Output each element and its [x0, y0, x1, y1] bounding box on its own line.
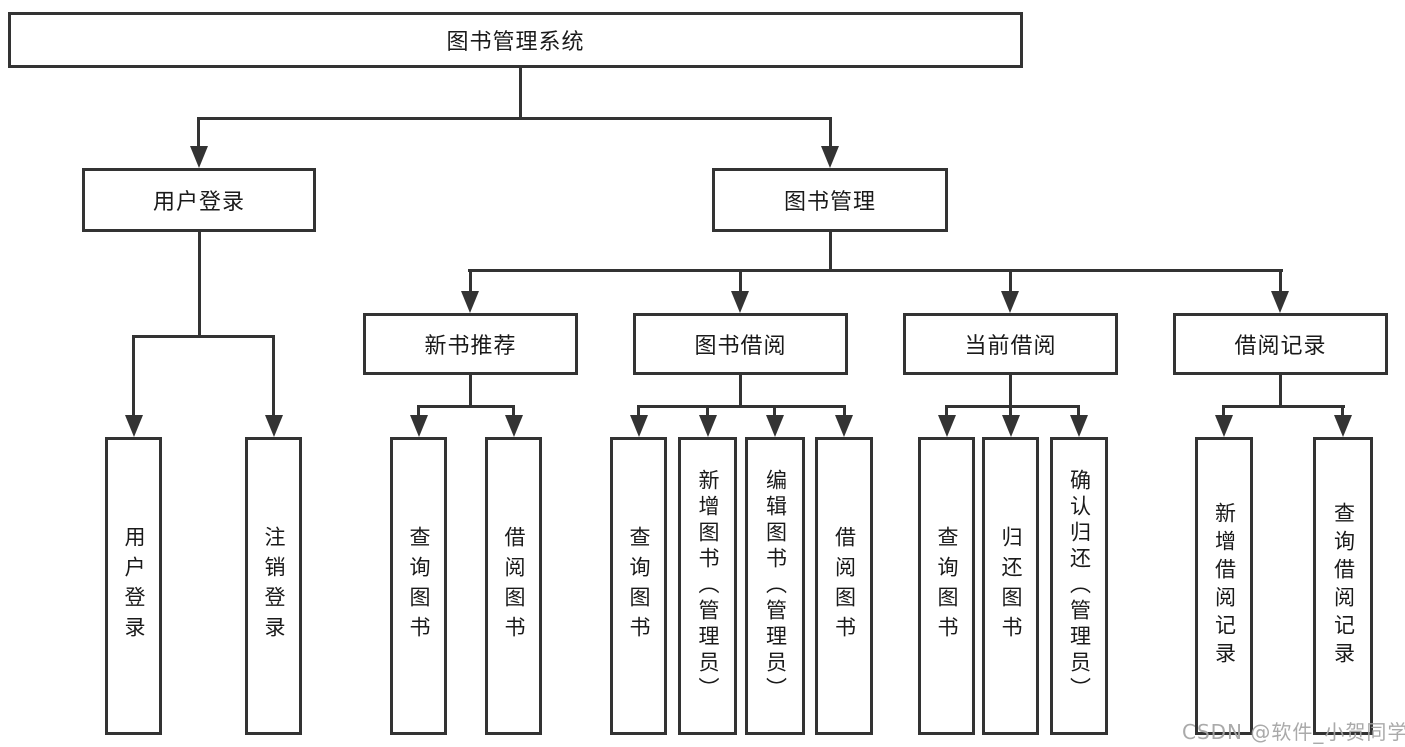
leaf-query-borrow-record: 查询借阅记录	[1313, 437, 1373, 735]
arrowhead-icon	[938, 415, 956, 437]
node-label: 当前借阅	[964, 334, 1057, 359]
leaf-add-borrow-record: 新增借阅记录	[1195, 437, 1253, 735]
arrowhead-icon	[821, 146, 839, 168]
node-label: 查询图书	[407, 526, 431, 646]
leaf-edit-books-admin: 编辑图书（管理员）	[745, 437, 805, 735]
node-label: 图书管理	[783, 190, 876, 215]
leaf-logout: 注销登录	[245, 437, 302, 735]
node-label: 注销登录	[262, 526, 286, 646]
connector-line	[132, 335, 135, 415]
arrowhead-icon	[766, 415, 784, 437]
node-label: 图书管理系统	[446, 30, 585, 55]
connector-line	[706, 405, 709, 417]
connector-line	[739, 269, 742, 293]
arrowhead-icon	[699, 415, 717, 437]
node-user-login-branch: 用户登录	[82, 168, 316, 232]
node-library-management-system: 图书管理系统	[8, 12, 1023, 68]
connector-line	[843, 405, 846, 417]
connector-line	[1222, 405, 1345, 408]
leaf-add-books-admin: 新增图书（管理员）	[678, 437, 737, 735]
node-label: 用户登录	[152, 190, 245, 215]
leaf-return-books: 归还图书	[982, 437, 1039, 735]
node-book-management-branch: 图书管理	[712, 168, 948, 232]
connector-line	[1009, 405, 1012, 417]
arrowhead-icon	[1002, 415, 1020, 437]
node-label: 编辑图书（管理员）	[763, 469, 788, 703]
connector-line	[469, 269, 472, 293]
connector-line	[469, 375, 472, 408]
connector-line	[1077, 405, 1080, 417]
connector-line	[945, 405, 948, 417]
connector-line	[1009, 269, 1012, 293]
node-label: 查询图书	[627, 526, 651, 646]
arrowhead-icon	[835, 415, 853, 437]
connector-line	[417, 405, 420, 417]
arrowhead-icon	[190, 146, 208, 168]
connector-line	[1222, 405, 1225, 417]
node-label: 新增借阅记录	[1212, 502, 1237, 670]
arrowhead-icon	[1001, 291, 1019, 313]
arrowhead-icon	[630, 415, 648, 437]
leaf-confirm-return-admin: 确认归还（管理员）	[1050, 437, 1108, 735]
arrowhead-icon	[505, 415, 523, 437]
connector-line	[272, 335, 275, 415]
node-label: 新增图书（管理员）	[696, 469, 720, 703]
arrowhead-icon	[1334, 415, 1352, 437]
csdn-watermark: CSDN @软件_小贺同学	[1182, 720, 1405, 744]
connector-line	[197, 117, 831, 120]
connector-line	[1279, 375, 1282, 408]
arrowhead-icon	[461, 291, 479, 313]
connector-line	[829, 232, 832, 272]
connector-line	[519, 68, 522, 119]
node-label: 借阅记录	[1234, 334, 1327, 359]
node-label: 新书推荐	[424, 334, 517, 359]
arrowhead-icon	[1215, 415, 1233, 437]
node-label: 用户登录	[122, 526, 146, 646]
node-label: 确认归还（管理员）	[1067, 469, 1092, 703]
connector-line	[637, 405, 640, 417]
arrowhead-icon	[265, 415, 283, 437]
leaf-borrow-books-recommend: 借阅图书	[485, 437, 542, 735]
connector-line	[132, 335, 275, 338]
leaf-query-books-recommend: 查询图书	[390, 437, 447, 735]
leaf-query-books-borrow: 查询图书	[610, 437, 667, 735]
connector-line	[198, 232, 201, 338]
node-label: 借阅图书	[832, 526, 857, 646]
connector-line	[1279, 269, 1282, 293]
connector-line	[1341, 405, 1344, 417]
connector-line	[512, 405, 515, 417]
node-borrow-records: 借阅记录	[1173, 313, 1388, 375]
connector-line	[1009, 375, 1012, 408]
connector-line	[468, 269, 1283, 272]
connector-line	[829, 117, 832, 147]
node-label: 图书借阅	[694, 334, 787, 359]
connector-line	[773, 405, 776, 417]
node-label: 查询图书	[935, 526, 959, 646]
leaf-borrow-books: 借阅图书	[815, 437, 873, 735]
arrowhead-icon	[125, 415, 143, 437]
node-book-borrow: 图书借阅	[633, 313, 848, 375]
arrowhead-icon	[1070, 415, 1088, 437]
connector-line	[739, 375, 742, 408]
connector-line	[417, 405, 515, 408]
leaf-user-login: 用户登录	[105, 437, 162, 735]
connector-line	[197, 117, 200, 147]
arrowhead-icon	[731, 291, 749, 313]
node-label: 查询借阅记录	[1331, 502, 1356, 670]
connector-line	[637, 405, 846, 408]
node-new-book-recommend: 新书推荐	[363, 313, 578, 375]
leaf-query-books-current: 查询图书	[918, 437, 975, 735]
arrowhead-icon	[410, 415, 428, 437]
node-label: 归还图书	[999, 526, 1023, 646]
connector-line	[945, 405, 1080, 408]
node-label: 借阅图书	[502, 526, 526, 646]
arrowhead-icon	[1271, 291, 1289, 313]
node-current-borrow: 当前借阅	[903, 313, 1118, 375]
